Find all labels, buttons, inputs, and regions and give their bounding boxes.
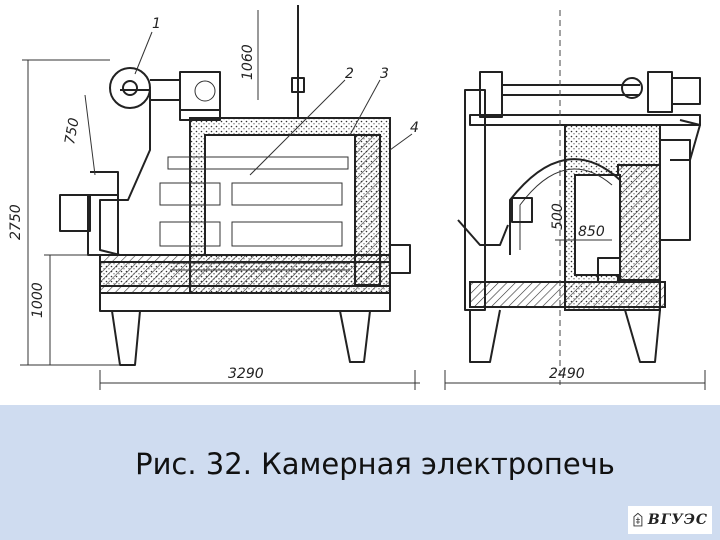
- figure-caption: Рис. 32. Камерная электропечь: [135, 447, 615, 481]
- front-hearth-fill: [99, 261, 391, 287]
- side-leg-left: [469, 309, 501, 363]
- front-heaters: [159, 156, 350, 271]
- front-view: [59, 5, 413, 366]
- front-drive-pulley: [109, 67, 151, 109]
- side-motor: [647, 71, 673, 113]
- front-base: [99, 292, 391, 312]
- part-number-1: 1: [152, 16, 161, 32]
- front-lever: [90, 171, 119, 195]
- dim-front-length: 3290: [228, 366, 264, 382]
- part-number-2: 2: [345, 66, 354, 82]
- side-casing: [659, 139, 691, 241]
- dim-top-offset: 750: [62, 117, 82, 146]
- front-side-box: [389, 244, 411, 274]
- caption-panel: Рис. 32. Камерная электропечь ВГУЭС: [0, 405, 720, 540]
- front-leg-right: [339, 310, 371, 363]
- dim-overall-height: 2750: [8, 204, 24, 240]
- front-motor: [179, 71, 221, 111]
- technical-drawing: 1 2 3 4 2750 1000 750 1060 3290: [8, 5, 706, 390]
- front-chamber: [204, 134, 356, 256]
- university-logo: ВГУЭС: [628, 506, 712, 534]
- part-number-4: 4: [410, 120, 419, 136]
- dim-chamber-height: 500: [550, 203, 566, 230]
- dim-chamber-width: 850: [578, 224, 605, 240]
- side-hood: [670, 119, 701, 161]
- front-door-counterweight: [59, 194, 91, 232]
- front-door: [87, 194, 119, 256]
- dim-leg-height: 1000: [30, 282, 46, 318]
- side-chamber-arch: [509, 158, 621, 255]
- front-leg-left: [111, 310, 141, 366]
- dim-top-height: 1060: [240, 44, 256, 80]
- front-dimension-lines: [20, 10, 420, 390]
- part-number-3: 3: [380, 66, 389, 82]
- side-hearth: [469, 281, 666, 308]
- side-top-frame: [469, 114, 701, 126]
- furnace-drawing-svg: 1 2 3 4 2750 1000 750 1060 3290: [8, 5, 706, 390]
- side-lever: [457, 219, 509, 246]
- side-wall: [617, 164, 661, 281]
- dim-side-width: 2490: [549, 366, 585, 382]
- side-leg-right: [624, 309, 661, 363]
- side-front-frame: [464, 89, 486, 311]
- logo-text: ВГУЭС: [647, 512, 708, 528]
- logo-emblem-icon: [633, 512, 643, 527]
- side-view: [444, 10, 706, 390]
